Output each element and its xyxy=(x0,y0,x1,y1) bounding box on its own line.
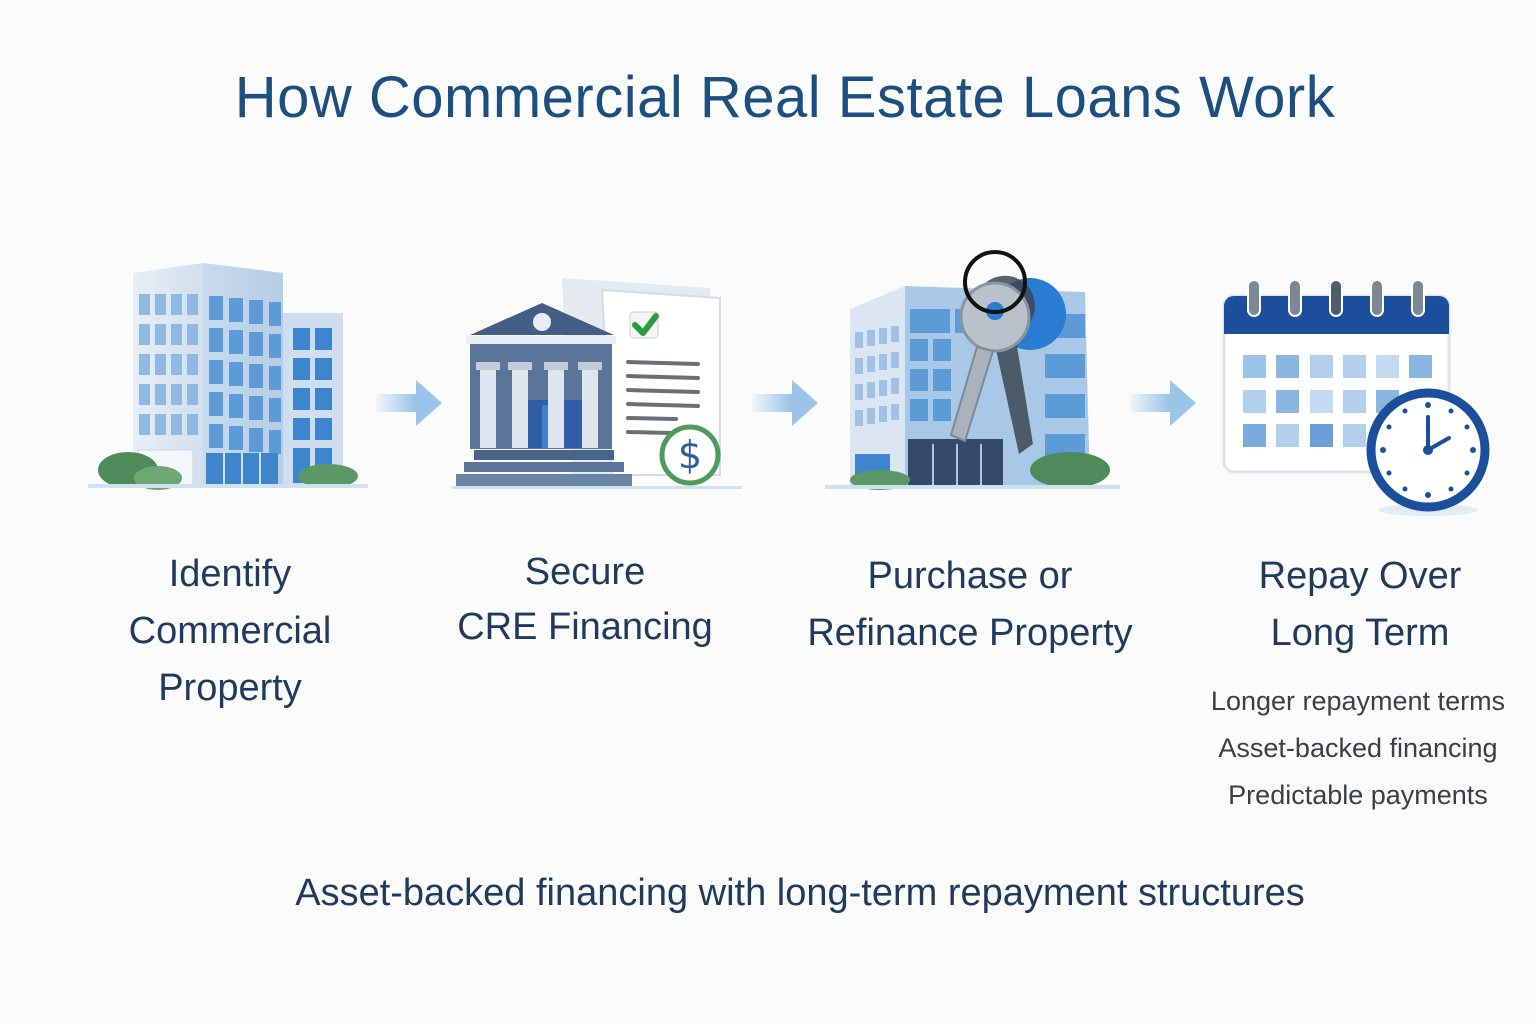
step-1-line: Identify xyxy=(168,553,292,595)
calendar-clock-icon xyxy=(1222,279,1490,516)
step-1-line: Property xyxy=(158,667,302,709)
step-2-label: Secure CRE Financing xyxy=(430,545,740,655)
building-keys-icon xyxy=(825,250,1120,490)
benefit-item: Asset-backed financing xyxy=(1218,733,1498,763)
repay-benefits-list: Longer repayment terms Asset-backed fina… xyxy=(1180,678,1536,819)
benefit-item: Longer repayment terms xyxy=(1210,686,1506,716)
arrow-right-icon xyxy=(752,380,818,426)
svg-text:$: $ xyxy=(678,433,702,477)
page-title: How Commercial Real Estate Loans Work xyxy=(234,65,1336,130)
step-4-line: Long Term xyxy=(1270,612,1450,654)
step-2-line: Secure xyxy=(524,551,646,593)
step-1-label: Identify Commercial Property xyxy=(90,546,370,717)
step-3-line: Refinance Property xyxy=(807,612,1133,654)
step-1-line: Commercial xyxy=(128,610,332,652)
footer-caption: Asset-backed financing with long-term re… xyxy=(295,872,1305,914)
step-3-label: Purchase or Refinance Property xyxy=(780,548,1160,662)
office-building-icon xyxy=(88,263,368,490)
step-4-label: Repay Over Long Term xyxy=(1200,548,1520,662)
step-2-line: CRE Financing xyxy=(457,606,713,648)
benefit-item: Predictable payments xyxy=(1228,780,1488,810)
bank-document-icon: $ xyxy=(452,278,742,489)
step-4-line: Repay Over xyxy=(1258,555,1462,597)
arrow-right-icon xyxy=(376,380,442,426)
step-3-line: Purchase or xyxy=(867,555,1073,597)
arrow-right-icon xyxy=(1130,380,1196,426)
